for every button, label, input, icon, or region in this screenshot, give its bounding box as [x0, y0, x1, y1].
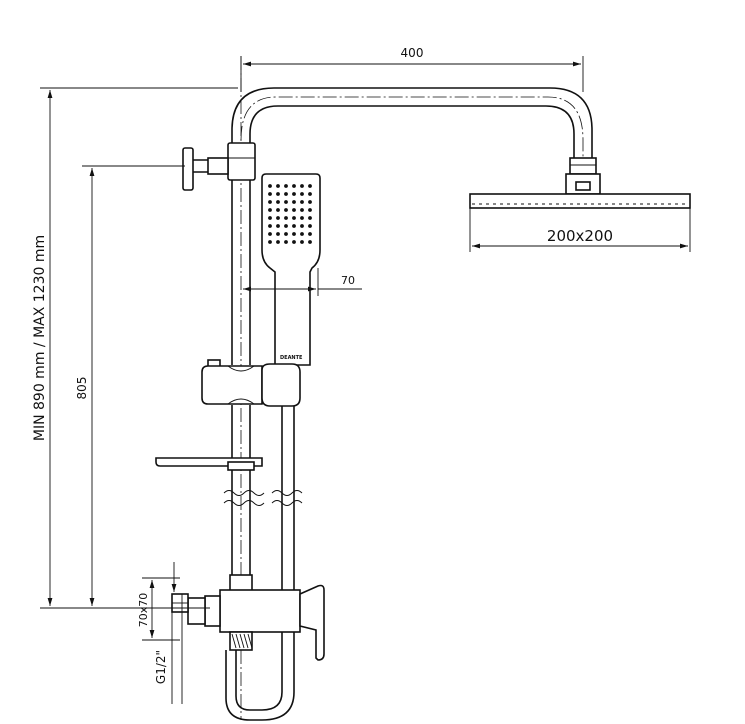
nozzle-dot: [276, 216, 280, 220]
thermostatic-mixer: [171, 574, 325, 661]
nozzle-dot: [284, 240, 288, 244]
nozzle-dot: [292, 224, 296, 228]
hose-connection-thread: [231, 633, 253, 649]
nozzle-dot: [308, 208, 312, 212]
nozzle-dot: [268, 240, 272, 244]
nozzle-dot: [292, 216, 296, 220]
nozzle-dot: [308, 240, 312, 244]
nozzle-dot: [284, 192, 288, 196]
nozzle-dot: [268, 224, 272, 228]
dim-handshower-offset: 70: [341, 274, 355, 287]
hand-shower-nozzles: [268, 184, 312, 244]
thread-line: [239, 633, 245, 649]
dim-height-range: MIN 890 mm / MAX 1230 mm: [32, 235, 48, 441]
nozzle-dot: [300, 192, 304, 196]
nozzle-dot: [268, 184, 272, 188]
dim-outlet-spacing: 70x70: [137, 593, 150, 628]
nozzle-dot: [284, 232, 288, 236]
nozzle-dot: [268, 208, 272, 212]
dim-slide-height: 805: [75, 377, 89, 400]
nozzle-dot: [268, 232, 272, 236]
nozzle-dot: [268, 192, 272, 196]
nozzle-dot: [276, 232, 280, 236]
nozzle-dot: [276, 192, 280, 196]
nozzle-dot: [292, 208, 296, 212]
thread-line: [243, 633, 249, 649]
nozzle-dot: [300, 216, 304, 220]
nozzle-dot: [308, 192, 312, 196]
nozzle-dot: [292, 232, 296, 236]
nozzle-dot: [292, 200, 296, 204]
nozzle-dot: [284, 184, 288, 188]
thread-line: [235, 633, 241, 649]
nozzle-dot: [292, 192, 296, 196]
thread-line: [231, 633, 237, 649]
nozzle-dot: [284, 200, 288, 204]
nozzle-dot: [308, 200, 312, 204]
nozzle-dot: [292, 240, 296, 244]
shower-arm: [231, 87, 593, 160]
break-marks: [223, 490, 303, 506]
nozzle-dot: [300, 232, 304, 236]
nozzle-dot: [300, 224, 304, 228]
nozzle-dot: [300, 208, 304, 212]
nozzle-dot: [292, 184, 296, 188]
nozzle-dot: [276, 184, 280, 188]
nozzle-dot: [300, 200, 304, 204]
top-connector: [182, 142, 256, 191]
hand-shower: DEANTE: [261, 173, 321, 366]
nozzle-dot: [268, 216, 272, 220]
nozzle-dot: [308, 184, 312, 188]
dim-arm-length: 400: [401, 46, 424, 60]
dimension-lines: [40, 56, 691, 704]
nozzle-dot: [276, 224, 280, 228]
nozzle-dot: [276, 200, 280, 204]
dim-head-size: 200x200: [547, 227, 613, 245]
nozzle-dot: [268, 200, 272, 204]
nozzle-dot: [308, 224, 312, 228]
thread-line: [247, 633, 253, 649]
nozzle-dot: [284, 208, 288, 212]
nozzle-dot: [284, 216, 288, 220]
nozzle-dot: [276, 208, 280, 212]
hand-shower-logo: DEANTE: [280, 355, 303, 361]
nozzle-dot: [308, 216, 312, 220]
nozzle-dot: [300, 184, 304, 188]
dim-connection-thread: G1/2": [154, 650, 168, 684]
overhead-shower-head: [469, 157, 691, 209]
nozzle-dot: [284, 224, 288, 228]
nozzle-dot: [308, 232, 312, 236]
nozzle-dot: [300, 240, 304, 244]
shower-hose: [225, 406, 295, 721]
soap-dish: [155, 457, 263, 471]
nozzle-dot: [276, 240, 280, 244]
slider-holder: [201, 359, 301, 407]
